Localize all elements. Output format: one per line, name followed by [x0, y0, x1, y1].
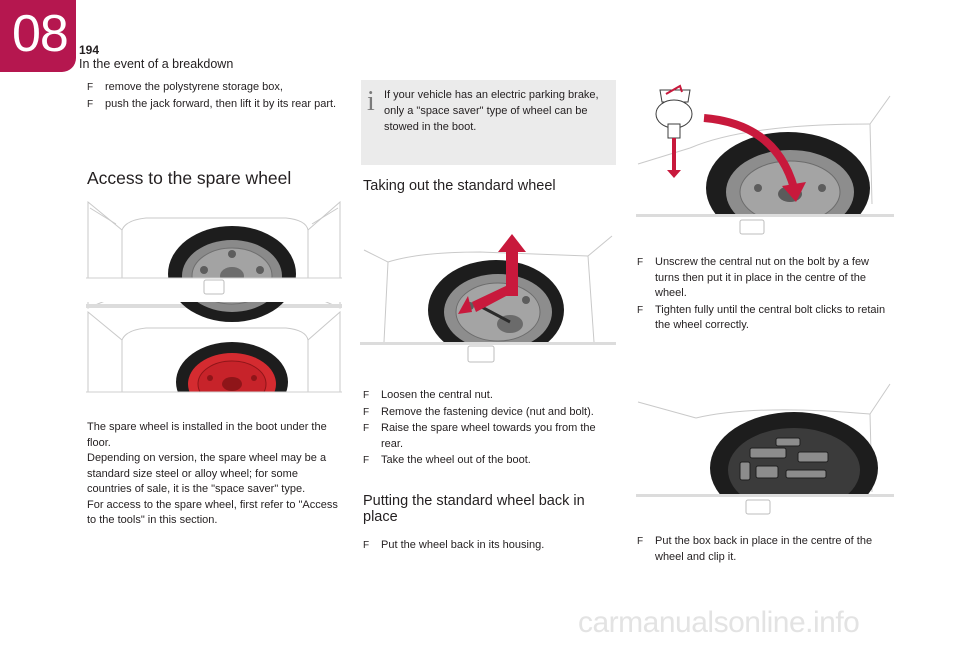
tool-box-illustration — [636, 383, 894, 524]
bullet-mark: F — [637, 257, 644, 268]
heading-taking-out-wheel: Taking out the standard wheel — [363, 178, 556, 194]
chapter-tab: 08 — [0, 0, 76, 72]
chapter-number: 08 — [12, 5, 69, 63]
bullet-mark: F — [363, 390, 370, 401]
heading-putting-back-wheel: Putting the standard wheel back in place — [363, 493, 585, 525]
central-bolt-illustration — [636, 84, 894, 248]
info-icon: i — [367, 86, 375, 117]
bullet-mark: F — [637, 304, 644, 316]
bullet-mark: F — [87, 82, 94, 93]
bullet-mark: F — [363, 455, 370, 466]
info-box — [361, 80, 616, 165]
spare-wheel-description: The spare wheel is installed in the boot… — [87, 421, 338, 526]
bullet-mark: F — [363, 406, 370, 418]
bullet-mark: F — [363, 423, 370, 434]
page-number: 194 — [79, 43, 100, 57]
spare-wheel-illustration — [86, 200, 342, 412]
watermark-text: carmanualsonline.info — [578, 606, 860, 639]
bullet-mark: F — [363, 540, 370, 551]
taking-out-wheel-illustration — [360, 234, 616, 377]
info-text: If your vehicle has an electric parking … — [384, 89, 599, 133]
heading-access-spare-wheel: Access to the spare wheel — [87, 168, 292, 188]
bullet-mark: F — [87, 98, 94, 110]
section-title: In the event of a breakdown — [79, 57, 234, 71]
bullet-mark: F — [637, 536, 644, 547]
